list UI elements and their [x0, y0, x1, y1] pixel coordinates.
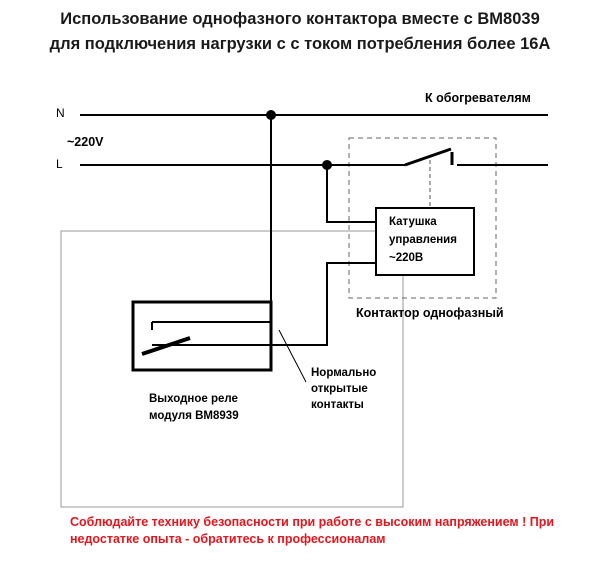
relay-label-1: Выходное реле — [149, 393, 238, 405]
relay-box — [131, 300, 273, 372]
contactor-switch-blade — [404, 147, 452, 167]
coil-box — [375, 207, 475, 276]
wire-l-to-coil — [326, 165, 376, 223]
safety-warning-line-2: недостатке опыта - обратитесь к професси… — [70, 531, 386, 546]
n-label: N — [56, 106, 65, 120]
no-contacts-label-2: открытые — [311, 383, 368, 395]
no-contacts-pointer — [278, 329, 307, 383]
safety-warning: Соблюдайте технику безопасности при рабо… — [70, 514, 590, 547]
coil-label-2: управления — [389, 234, 457, 246]
no-contacts-label-1: Нормально — [311, 367, 377, 379]
contactor-label: Контактор однофазный — [356, 306, 504, 320]
module-enclosure — [60, 230, 404, 508]
to-heaters-label: К обогревателям — [425, 91, 531, 105]
wire-n-to-relay — [152, 115, 272, 323]
safety-warning-line-1: Соблюдайте технику безопасности при рабо… — [70, 515, 555, 529]
relay-switch-blade — [141, 336, 191, 356]
title-line-1: Использование однофазного контактора вме… — [60, 10, 540, 28]
relay-label-2: модуля ВМ8939 — [149, 410, 239, 422]
coil-label-3: ~220В — [389, 252, 424, 264]
coil-label-1: Катушка — [389, 216, 437, 228]
no-contacts-label-3: контакты — [311, 399, 364, 411]
voltage-label: ~220V — [67, 135, 104, 149]
wire-coil-to-relay — [152, 262, 376, 346]
title-line-2: для подключения нагрузки с с током потре… — [49, 35, 551, 53]
l-label: L — [56, 157, 63, 171]
contactor-enclosure — [348, 137, 497, 299]
